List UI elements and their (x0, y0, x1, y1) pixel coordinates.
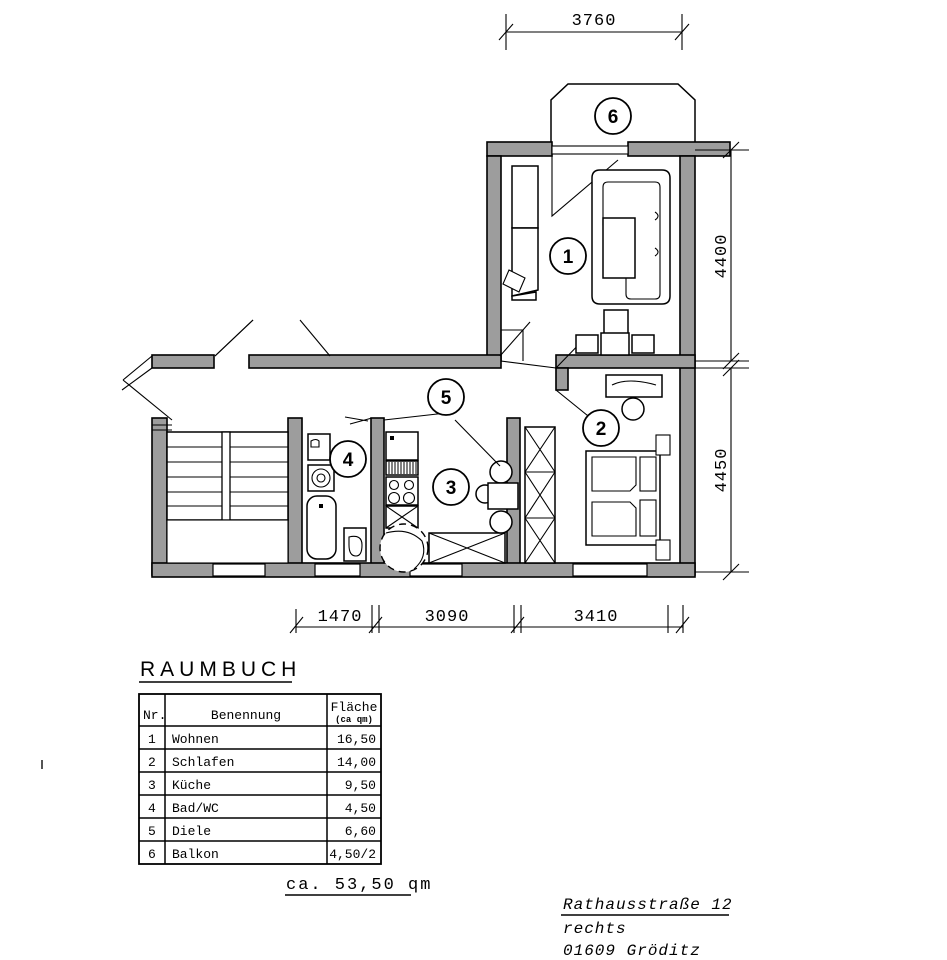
address-block: Rathausstraße 12 rechts 01609 Gröditz (561, 896, 733, 960)
furniture-washer (307, 464, 335, 492)
table-row-nr: 1 (148, 732, 156, 747)
table-row-nr: 6 (148, 847, 156, 862)
table-row-name: Bad/WC (172, 801, 219, 816)
wall-top-left (486, 141, 553, 157)
furniture-counter-x2 (428, 532, 506, 564)
window-bottom-2 (314, 563, 361, 577)
furniture-round-stool (621, 397, 645, 421)
room-marker-6: 6 (608, 107, 619, 128)
raumbuch-title-group: RAUMBUCH (139, 658, 301, 683)
room-marker-3: 3 (446, 478, 457, 499)
window-bottom-1 (212, 563, 266, 577)
table-row-nr: 3 (148, 778, 156, 793)
furniture-counter-x1 (385, 505, 419, 529)
dimension-right-1: 4400 (713, 234, 732, 279)
room-marker-4: 4 (343, 450, 354, 471)
dimension-top: 3760 (498, 12, 690, 50)
table-header-nr: Nr. (143, 708, 166, 723)
room-marker-3-circle (432, 468, 470, 506)
room-marker-1-circle (549, 237, 587, 275)
stair-railing (221, 431, 231, 521)
room-bath: 4 (306, 411, 456, 562)
bottom-windows (212, 563, 648, 577)
table-row-area: 9,50 (345, 778, 376, 793)
page-title: RAUMBUCH (140, 658, 301, 681)
total-area-group: ca. 53,50 qm (285, 876, 432, 896)
table-header-area-unit: (ca qm) (335, 715, 373, 725)
furniture-table-small (600, 332, 630, 356)
leader-lines (121, 319, 589, 421)
address-position: rechts (563, 920, 627, 938)
wall-mid-right (555, 354, 696, 369)
table-header-area: Fläche (331, 700, 378, 715)
furniture-bed (585, 434, 671, 561)
room-hall: 5 (301, 378, 465, 430)
dimension-right-2: 4450 (713, 448, 732, 493)
furniture-closet (524, 426, 556, 564)
total-area: ca. 53,50 qm (286, 876, 432, 895)
furniture-chair-2 (631, 334, 655, 354)
wall-mid-left-stub (151, 354, 215, 369)
furniture-shelf (502, 165, 539, 301)
furniture-chair-k1 (489, 460, 513, 484)
table-row-area: 14,00 (337, 755, 376, 770)
table-row-nr: 2 (148, 755, 156, 770)
table-row-area: 4,50 (345, 801, 376, 816)
table-row-name: Diele (172, 824, 211, 839)
furniture-sink (385, 431, 419, 461)
table-row-area: 6,60 (345, 824, 376, 839)
table-row-name: Balkon (172, 847, 219, 862)
wall-stair-left (151, 417, 168, 576)
wall-living-left (486, 155, 502, 362)
room-kitchen: 3 (379, 419, 519, 573)
dimension-bottom: 1470 3090 3410 (289, 605, 690, 634)
window-bottom-4 (572, 563, 648, 577)
room-marker-4-circle (329, 440, 367, 478)
wall-mid-horizontal (248, 354, 502, 369)
table-row-name: Wohnen (172, 732, 219, 747)
room-sleeping: 2 (555, 368, 671, 561)
table-row-area: 4,50/2 (329, 847, 376, 862)
room-table: Nr. Benennung Fläche (ca qm) 1 Wohnen 16… (138, 693, 382, 865)
dimension-bottom-3: 3410 (574, 608, 619, 627)
margin-artifact (41, 760, 43, 769)
furniture-chair-k3 (489, 510, 513, 534)
room-marker-6-circle (594, 97, 632, 135)
wall-sleep-left-upper (555, 367, 569, 391)
table-row-area: 16,50 (337, 732, 376, 747)
sink-drain (390, 436, 394, 440)
room-balcony: 6 (550, 83, 696, 152)
wall-bath-left (287, 417, 303, 576)
table-header-name: Benennung (211, 708, 281, 723)
table-row-name: Küche (172, 778, 211, 793)
room-marker-2: 2 (596, 419, 607, 440)
dimension-bottom-2: 3090 (425, 608, 470, 627)
wall-top-right (627, 141, 731, 157)
room-marker-1: 1 (563, 247, 574, 268)
room-living: 1 (500, 145, 671, 369)
table-row-name: Schlafen (172, 755, 234, 770)
dimension-top-label: 3760 (572, 12, 617, 31)
room-marker-5-circle (427, 378, 465, 416)
dimension-bottom-1: 1470 (318, 608, 363, 627)
furniture-chair-1 (575, 334, 599, 354)
dimension-right: 4400 4450 (695, 141, 749, 581)
furniture-bathtub (306, 495, 337, 560)
room-marker-5: 5 (441, 388, 452, 409)
walls (151, 141, 731, 578)
address-city: 01609 Gröditz (563, 942, 701, 960)
room-marker-2-circle (582, 409, 620, 447)
furniture-tv (603, 309, 629, 335)
table-row-nr: 4 (148, 801, 156, 816)
furniture-dresser (605, 374, 663, 398)
furniture-kitchen-table (487, 482, 519, 510)
address-street: Rathausstraße 12 (563, 896, 733, 914)
staircase (152, 424, 289, 564)
wall-hatch-left (122, 319, 254, 381)
table-row-nr: 5 (148, 824, 156, 839)
furniture-coffee-table (602, 217, 636, 279)
furniture-toilet (343, 527, 367, 562)
